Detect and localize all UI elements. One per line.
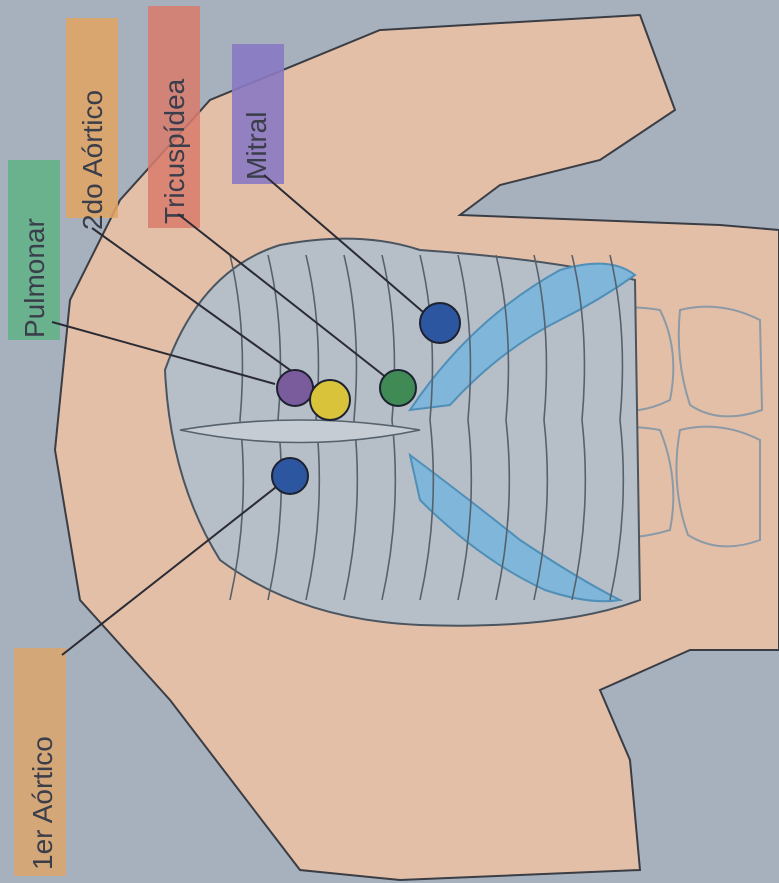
label-tricuspid: Tricuspídea <box>159 78 190 224</box>
dot-tricuspid <box>380 370 416 406</box>
dot-aortic-second <box>310 380 350 420</box>
dot-aortic-first <box>272 458 308 494</box>
dot-pulmonary <box>277 370 313 406</box>
label-pulmonary: Pulmonar <box>19 218 50 338</box>
leader-mitral <box>264 175 430 318</box>
label-aortic-first: 1er Aórtico <box>27 736 58 870</box>
label-aortic-second: 2do Aórtico <box>77 90 108 230</box>
dot-mitral <box>420 303 460 343</box>
label-mitral: Mitral <box>241 112 272 180</box>
leader-pulmonary <box>52 322 275 384</box>
leader-tricuspid <box>178 214 392 382</box>
leader-aortic-second <box>92 228 318 390</box>
leader-aortic-first <box>62 480 285 655</box>
